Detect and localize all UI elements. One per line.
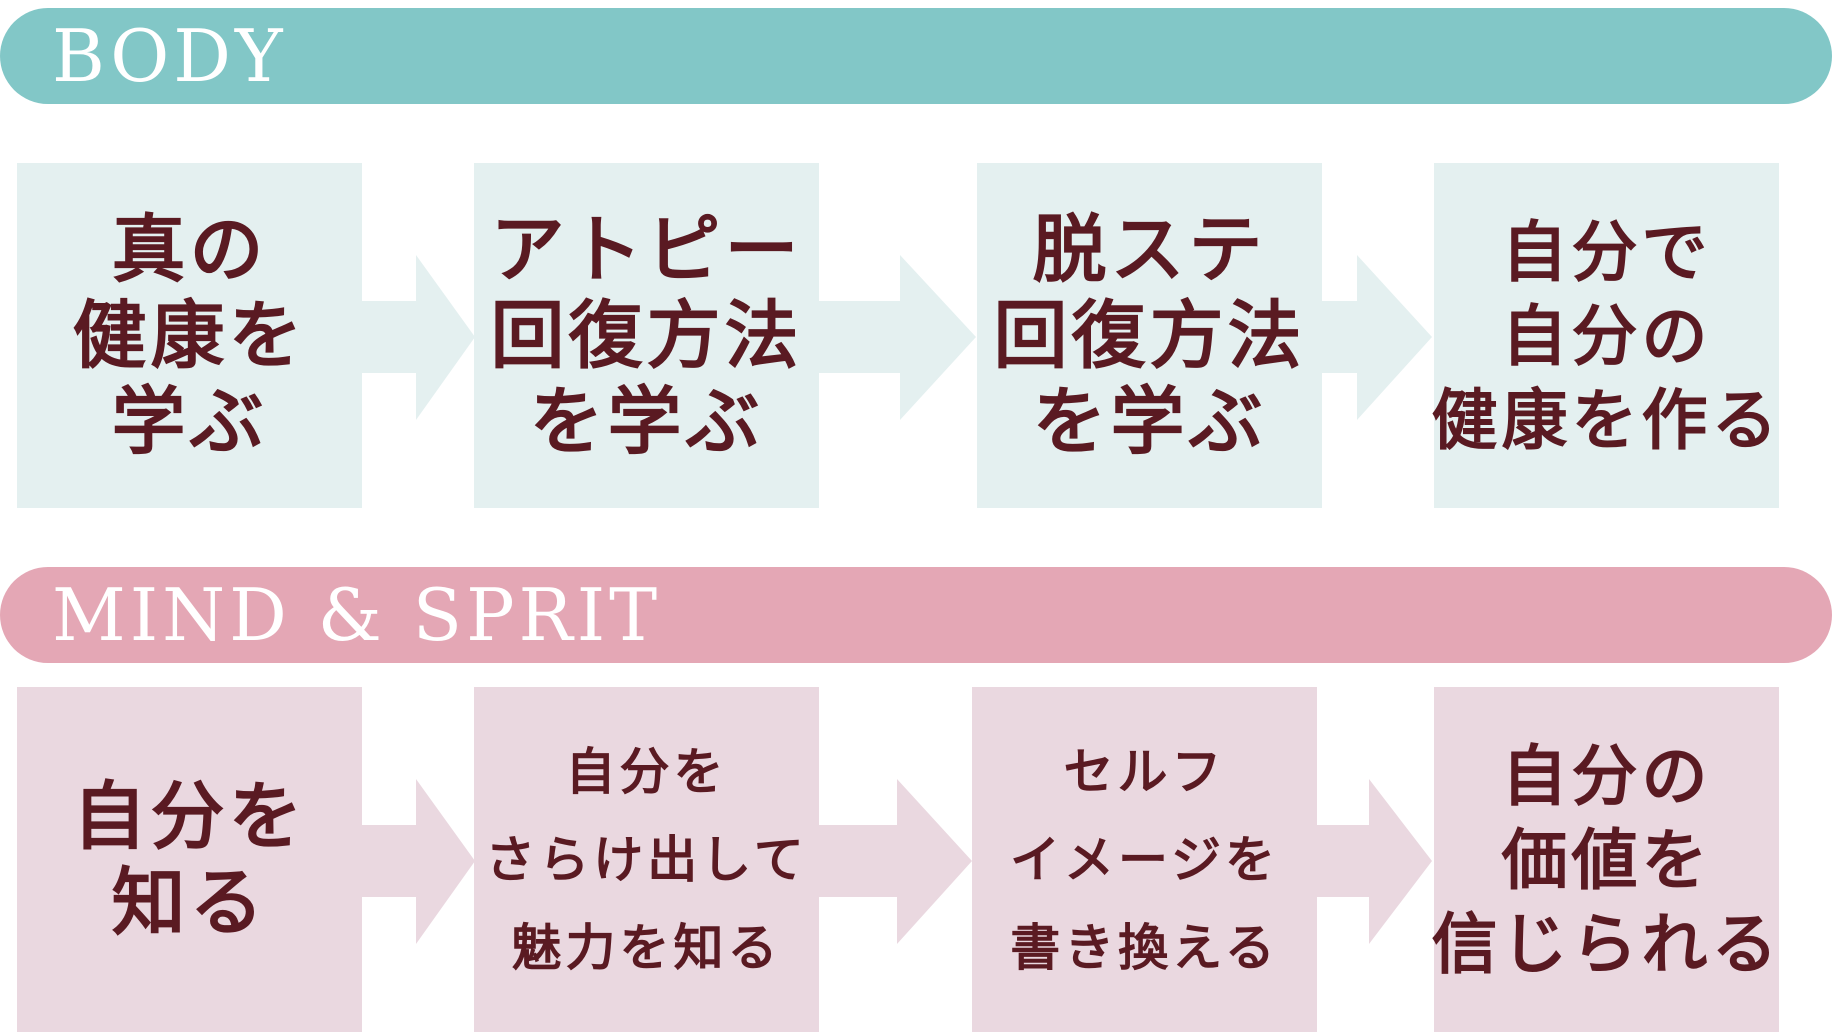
step-text-line: を学ぶ	[529, 378, 764, 465]
step-text-line: 健康を	[72, 292, 307, 379]
mind-step-3: セルフ イメージを 書き換える	[972, 687, 1317, 1032]
mind-section-title: MIND & SPRIT	[52, 573, 662, 657]
mind-step-1: 自分を 知る	[17, 687, 362, 1032]
right-arrow-icon	[1317, 779, 1432, 944]
step-text-line: 書き換える	[1010, 917, 1279, 977]
body-section-title: BODY	[52, 14, 287, 98]
step-text-line: 自分で	[1501, 212, 1712, 291]
body-section-header: BODY	[0, 8, 1832, 104]
step-text-line: 自分を	[565, 741, 728, 801]
right-arrow-icon	[818, 779, 972, 944]
body-step-1: 真の 健康を 学ぶ	[17, 163, 362, 508]
step-text-line: セルフ	[1063, 741, 1226, 801]
body-step-3: 脱ステ 回復方法 を学ぶ	[977, 163, 1322, 508]
step-text-line: 回復方法	[490, 292, 803, 379]
step-text-line: 脱ステ	[1032, 206, 1267, 293]
step-text-line: 価値を	[1501, 820, 1712, 899]
step-text-line: 知る	[111, 859, 268, 946]
step-text-line: さらけ出して	[485, 829, 808, 889]
step-text-line: イメージを	[1010, 829, 1279, 889]
body-step-2: アトピー 回復方法 を学ぶ	[474, 163, 819, 508]
step-text-line: 学ぶ	[111, 378, 268, 465]
right-arrow-icon	[360, 255, 475, 420]
step-text-line: 健康を作る	[1431, 380, 1782, 459]
step-text-line: 自分を	[72, 773, 307, 860]
right-arrow-icon	[360, 779, 475, 944]
step-text-line: 信じられる	[1431, 904, 1782, 983]
step-text-line: 魅力を知る	[511, 917, 782, 977]
step-text-line: 回復方法	[993, 292, 1306, 379]
right-arrow-icon	[1320, 255, 1432, 420]
body-step-4: 自分で 自分の 健康を作る	[1431, 163, 1782, 508]
mind-section-header: MIND & SPRIT	[0, 567, 1832, 663]
mind-step-4: 自分の 価値を 信じられる	[1431, 687, 1782, 1032]
step-text-line: を学ぶ	[1032, 378, 1267, 465]
right-arrow-icon	[818, 255, 976, 420]
step-text-line: 真の	[111, 206, 268, 293]
step-text-line: 自分の	[1501, 296, 1712, 375]
step-text-line: 自分の	[1501, 736, 1712, 815]
mind-step-2: 自分を さらけ出して 魅力を知る	[474, 687, 819, 1032]
step-text-line: アトピー	[490, 206, 803, 293]
